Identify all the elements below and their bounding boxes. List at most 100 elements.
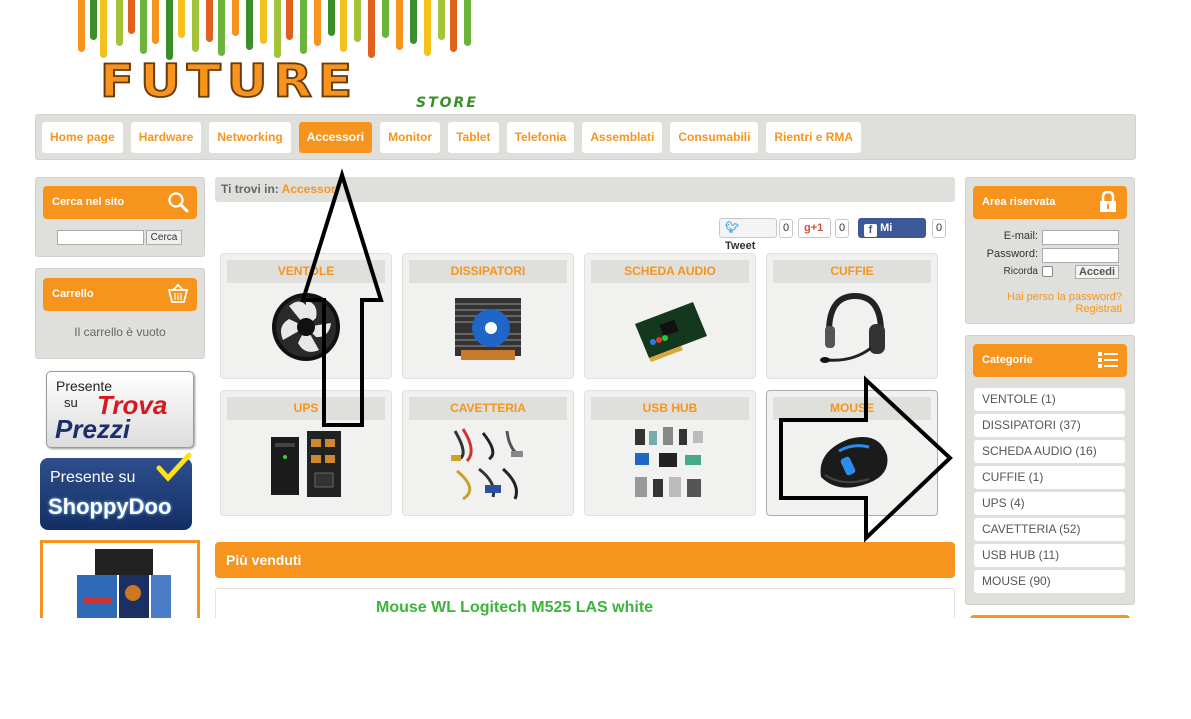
category-card-mouse[interactable]: MOUSE [766,390,938,516]
nav-item-assemblati[interactable]: Assemblati [582,122,663,153]
best-sellers-title: Più venduti [226,552,302,568]
category-link-usb-hub[interactable]: USB HUB (11) [974,544,1125,567]
breadcrumb: Ti trovi in: Accessori [215,177,955,202]
mouse-icon [820,437,888,488]
categories-title: Categorie [982,354,1033,366]
category-link-scheda-audio[interactable]: SCHEDA AUDIO (16) [974,440,1125,463]
logo-sub: STORE [416,95,478,111]
category-grid: VENTOLE DISSIPATORI SCHEDA AUDIO [215,248,955,522]
ups-icon [271,431,341,497]
search-button[interactable]: Cerca [146,230,182,245]
category-link-cavetteria[interactable]: CAVETTERIA (52) [974,518,1125,541]
sound-card-icon [635,302,707,362]
logo-stripe [424,0,431,56]
search-icon [168,192,189,213]
password-field[interactable] [1042,248,1119,263]
email-field[interactable] [1042,230,1119,245]
category-card-cuffie[interactable]: CUFFIE [766,253,938,379]
nav-item-home[interactable]: Home page [42,122,123,153]
login-header: Area riservata [973,186,1127,219]
nav-item-telefonia[interactable]: Telefonia [506,122,575,153]
category-card-title: MOUSE [773,397,931,420]
category-link-dissipatori[interactable]: DISSIPATORI (37) [974,414,1125,437]
trovaprezzi-badge[interactable]: Presente su Trova Prezzi [46,371,194,448]
logo-stripe [354,0,361,42]
nav-item-accessori[interactable]: Accessori [298,122,373,153]
category-link-cuffie[interactable]: CUFFIE (1) [974,466,1125,489]
list-icon [1098,352,1118,368]
remember-checkbox[interactable] [1042,266,1053,277]
nav-item-networking[interactable]: Networking [209,122,291,153]
shoppydoo-brand: ShoppyDoo [48,494,172,519]
logo-stripe [246,0,253,50]
breadcrumb-label: Ti trovi in: [221,182,279,196]
nav-item-tablet[interactable]: Tablet [448,122,499,153]
category-card-title: UPS [227,397,385,420]
login-submit-button[interactable]: Accedi [1075,265,1119,279]
remember-label: Ricorda [1003,266,1038,277]
register-link[interactable]: Registrati [1075,303,1122,315]
category-card-ups[interactable]: UPS [220,390,392,516]
categories-header: Categorie [973,344,1127,377]
search-panel: Cerca nel sito Cerca [35,177,205,257]
cables-icon [451,428,523,501]
logo-stripe [260,0,267,44]
category-card-dissipatori[interactable]: DISSIPATORI [402,253,574,379]
categories-panel: Categorie VENTOLE (1) DISSIPATORI (37) S… [965,335,1135,605]
checkmark-icon [156,452,192,482]
logo-stripe [218,0,225,56]
category-card-ventole[interactable]: VENTOLE [220,253,392,379]
logo-stripe [340,0,347,52]
lock-icon [1100,191,1116,212]
logo-stripe [206,0,213,42]
tweet-count: 0 [779,219,794,238]
featured-product-box[interactable] [40,540,200,618]
logo-stripe [166,0,173,60]
logo-stripe [300,0,307,54]
search-title: Cerca nel sito [52,196,125,208]
category-link-ventole[interactable]: VENTOLE (1) [974,388,1125,411]
trovaprezzi-brand2: Prezzi [55,414,131,444]
logo-stripe [328,0,335,36]
forgot-password-link[interactable]: Hai perso la password? [1007,291,1122,303]
category-card-title: DISSIPATORI [409,260,567,283]
facebook-like-count: 0 [932,219,947,238]
category-card-cavetteria[interactable]: CAVETTERIA [402,390,574,516]
tweet-button[interactable]: 🐦︎ Tweet [719,218,777,252]
logo-stripe [286,0,293,40]
facebook-like-button[interactable]: f Mi piace [858,218,926,252]
nav-item-rma[interactable]: Rientri e RMA [766,122,862,153]
logo-stripe [396,0,403,50]
shoppydoo-badge[interactable]: Presente su ShoppyDoo [40,452,192,530]
email-label: E-mail: [1003,230,1038,242]
category-card-title: SCHEDA AUDIO [591,260,749,283]
best-seller-product-name[interactable]: Mouse WL Logitech M525 LAS white [376,599,654,616]
category-link-mouse[interactable]: MOUSE (90) [974,570,1125,593]
store-logo[interactable]: FUTURE STORE [70,0,540,112]
nav-item-monitor[interactable]: Monitor [380,122,441,153]
search-input[interactable] [57,230,144,245]
category-link-ups[interactable]: UPS (4) [974,492,1125,515]
cart-panel: Carrello Il carrello è vuoto [35,268,205,359]
nav-item-hardware[interactable]: Hardware [130,122,202,153]
logo-stripe [192,0,199,52]
logo-stripe [232,0,239,36]
cart-empty-text: Il carrello è vuoto [74,325,166,339]
logo-stripe [464,0,471,46]
breadcrumb-current[interactable]: Accessori [281,182,340,196]
gplus-button[interactable]: g+1 [798,218,831,238]
category-card-title: USB HUB [591,397,749,420]
trovaprezzi-line2: su [64,395,78,410]
tweet-label: Tweet [725,240,756,252]
nav-item-consumabili[interactable]: Consumabili [670,122,759,153]
login-panel: Area riservata E-mail: Password: Ricorda… [965,177,1135,324]
logo-stripe [100,0,107,58]
gplus-label: +1 [810,222,824,234]
main-nav: Home page Hardware Networking Accessori … [35,114,1136,160]
gplus-icon: g [804,222,811,234]
logo-stripe [116,0,123,46]
login-title: Area riservata [982,196,1056,208]
category-card-usb-hub[interactable]: USB HUB [584,390,756,516]
cpu-cooler-icon [455,298,521,360]
category-card-scheda-audio[interactable]: SCHEDA AUDIO [584,253,756,379]
